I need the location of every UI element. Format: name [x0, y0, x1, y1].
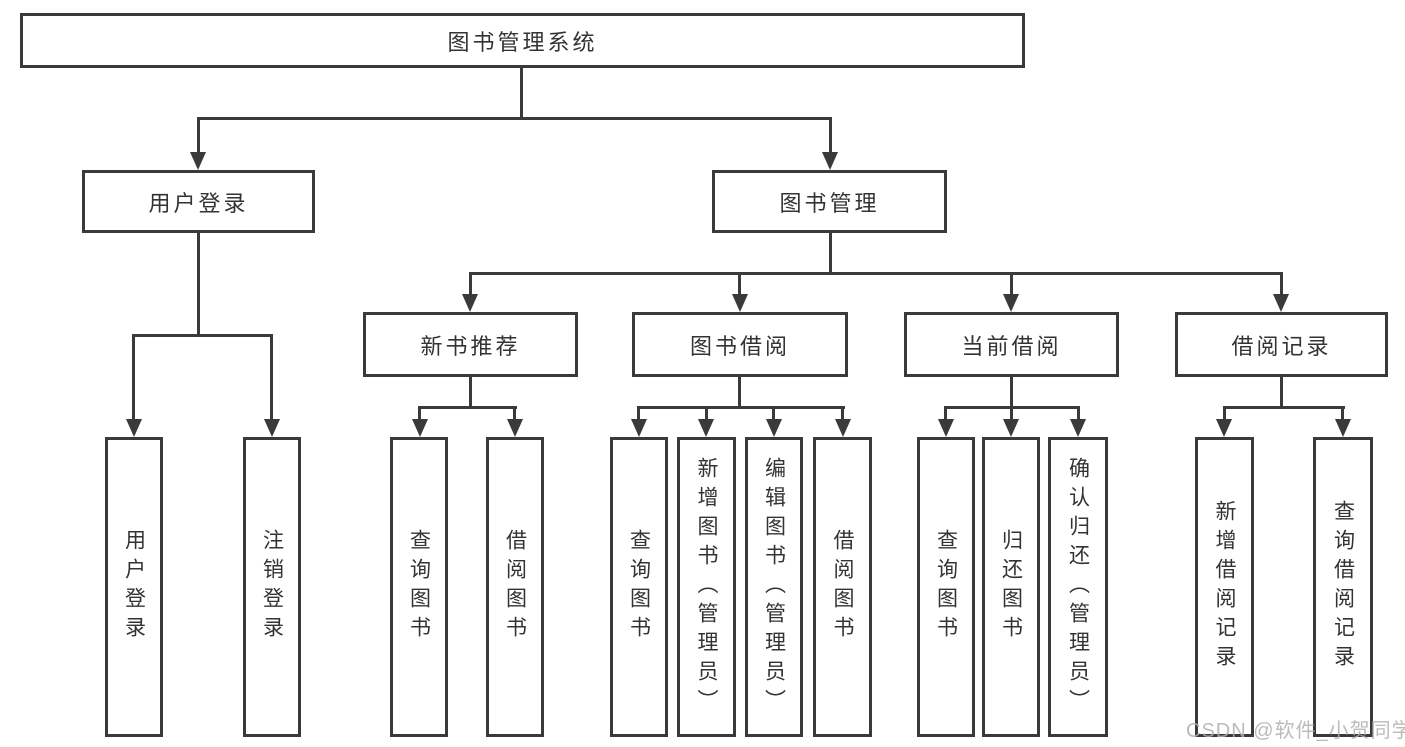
node-current-borrow: 当前借阅	[904, 312, 1119, 377]
leaf-edit-books-admin-label: 编辑图书（管理员）	[762, 456, 786, 718]
node-root-label: 图书管理系统	[447, 29, 598, 55]
leaf-borrow-books-recommend: 借阅图书	[486, 437, 544, 737]
leaf-borrow-books: 借阅图书	[813, 437, 872, 737]
arrow-down-icon	[766, 419, 782, 437]
connector-line	[469, 272, 472, 296]
leaf-add-books-admin: 新增图书（管理员）	[677, 437, 736, 737]
arrow-down-icon	[126, 419, 142, 437]
node-book-borrow: 图书借阅	[632, 312, 848, 377]
arrow-down-icon	[1216, 419, 1232, 437]
leaf-query-books-recommend-label: 查询图书	[407, 529, 431, 645]
arrow-down-icon	[938, 419, 954, 437]
node-borrow-record: 借阅记录	[1175, 312, 1388, 377]
leaf-return-books: 归还图书	[982, 437, 1040, 737]
connector-line	[418, 406, 421, 422]
connector-line	[705, 406, 708, 422]
leaf-edit-books-admin: 编辑图书（管理员）	[745, 437, 803, 737]
connector-line	[738, 377, 741, 408]
connector-line	[469, 377, 472, 408]
node-book-management-label: 图书管理	[779, 190, 880, 216]
arrow-down-icon	[1003, 419, 1019, 437]
connector-line	[132, 334, 135, 421]
node-borrow-record-label: 借阅记录	[1231, 333, 1332, 359]
connector-line	[469, 272, 1283, 275]
leaf-add-borrow-record-label: 新增借阅记录	[1213, 500, 1236, 674]
leaf-add-books-admin-label: 新增图书（管理员）	[695, 456, 718, 718]
connector-line	[1010, 406, 1013, 422]
leaf-query-books-borrow-label: 查询图书	[627, 529, 651, 645]
connector-line	[1010, 377, 1013, 408]
connector-line	[197, 117, 832, 120]
arrow-down-icon	[507, 419, 523, 437]
leaf-borrow-books-label: 借阅图书	[831, 529, 854, 645]
node-user-login-label: 用户登录	[148, 190, 249, 216]
arrow-down-icon	[835, 419, 851, 437]
connector-line	[1341, 406, 1344, 422]
leaf-query-borrow-record-label: 查询借阅记录	[1331, 500, 1355, 674]
connector-line	[270, 334, 273, 421]
connector-line	[513, 406, 516, 422]
node-new-book-recommend: 新书推荐	[363, 312, 578, 377]
leaf-borrow-books-recommend-label: 借阅图书	[503, 529, 527, 645]
leaf-user-login-label: 用户登录	[122, 529, 146, 645]
connector-line	[1077, 406, 1080, 422]
connector-line	[637, 406, 845, 409]
leaf-query-books-borrow: 查询图书	[610, 437, 668, 737]
leaf-query-borrow-record: 查询借阅记录	[1313, 437, 1373, 737]
connector-line	[829, 233, 832, 274]
node-book-borrow-label: 图书借阅	[689, 333, 790, 359]
leaf-confirm-return-admin: 确认归还（管理员）	[1048, 437, 1108, 737]
leaf-logout: 注销登录	[243, 437, 301, 737]
leaf-return-books-label: 归还图书	[999, 529, 1023, 645]
arrow-down-icon	[1335, 419, 1351, 437]
arrow-down-icon	[190, 152, 206, 170]
connector-line	[637, 406, 640, 422]
connector-line	[520, 68, 523, 119]
arrow-down-icon	[631, 419, 647, 437]
node-new-book-recommend-label: 新书推荐	[420, 333, 521, 359]
leaf-query-books-recommend: 查询图书	[390, 437, 448, 737]
arrow-down-icon	[462, 294, 478, 312]
connector-line	[197, 117, 200, 155]
arrow-down-icon	[264, 419, 280, 437]
connector-line	[132, 334, 273, 337]
arrow-down-icon	[1003, 294, 1019, 312]
connector-line	[738, 272, 741, 296]
connector-line	[1223, 406, 1226, 422]
leaf-query-books-current-label: 查询图书	[934, 529, 958, 645]
arrow-down-icon	[1273, 294, 1289, 312]
node-current-borrow-label: 当前借阅	[961, 333, 1062, 359]
connector-line	[1223, 406, 1345, 409]
arrow-down-icon	[412, 419, 428, 437]
connector-line	[1280, 272, 1283, 296]
node-root: 图书管理系统	[20, 13, 1025, 68]
leaf-query-books-current: 查询图书	[917, 437, 975, 737]
arrow-down-icon	[732, 294, 748, 312]
node-book-management: 图书管理	[712, 170, 947, 233]
connector-line	[1010, 272, 1013, 296]
connector-line	[197, 233, 200, 336]
connector-line	[1280, 377, 1283, 408]
node-user-login: 用户登录	[82, 170, 315, 233]
arrow-down-icon	[698, 419, 714, 437]
arrow-down-icon	[1070, 419, 1086, 437]
connector-line	[944, 406, 947, 422]
leaf-add-borrow-record: 新增借阅记录	[1195, 437, 1254, 737]
connector-line	[772, 406, 775, 422]
leaf-user-login: 用户登录	[105, 437, 163, 737]
connector-line	[841, 406, 844, 422]
arrow-down-icon	[822, 152, 838, 170]
leaf-logout-label: 注销登录	[260, 529, 284, 645]
connector-line	[829, 117, 832, 155]
csdn-watermark: CSDN @软件_小贺同学	[1186, 720, 1405, 742]
leaf-confirm-return-admin-label: 确认归还（管理员）	[1066, 456, 1090, 718]
connector-line	[418, 406, 517, 409]
